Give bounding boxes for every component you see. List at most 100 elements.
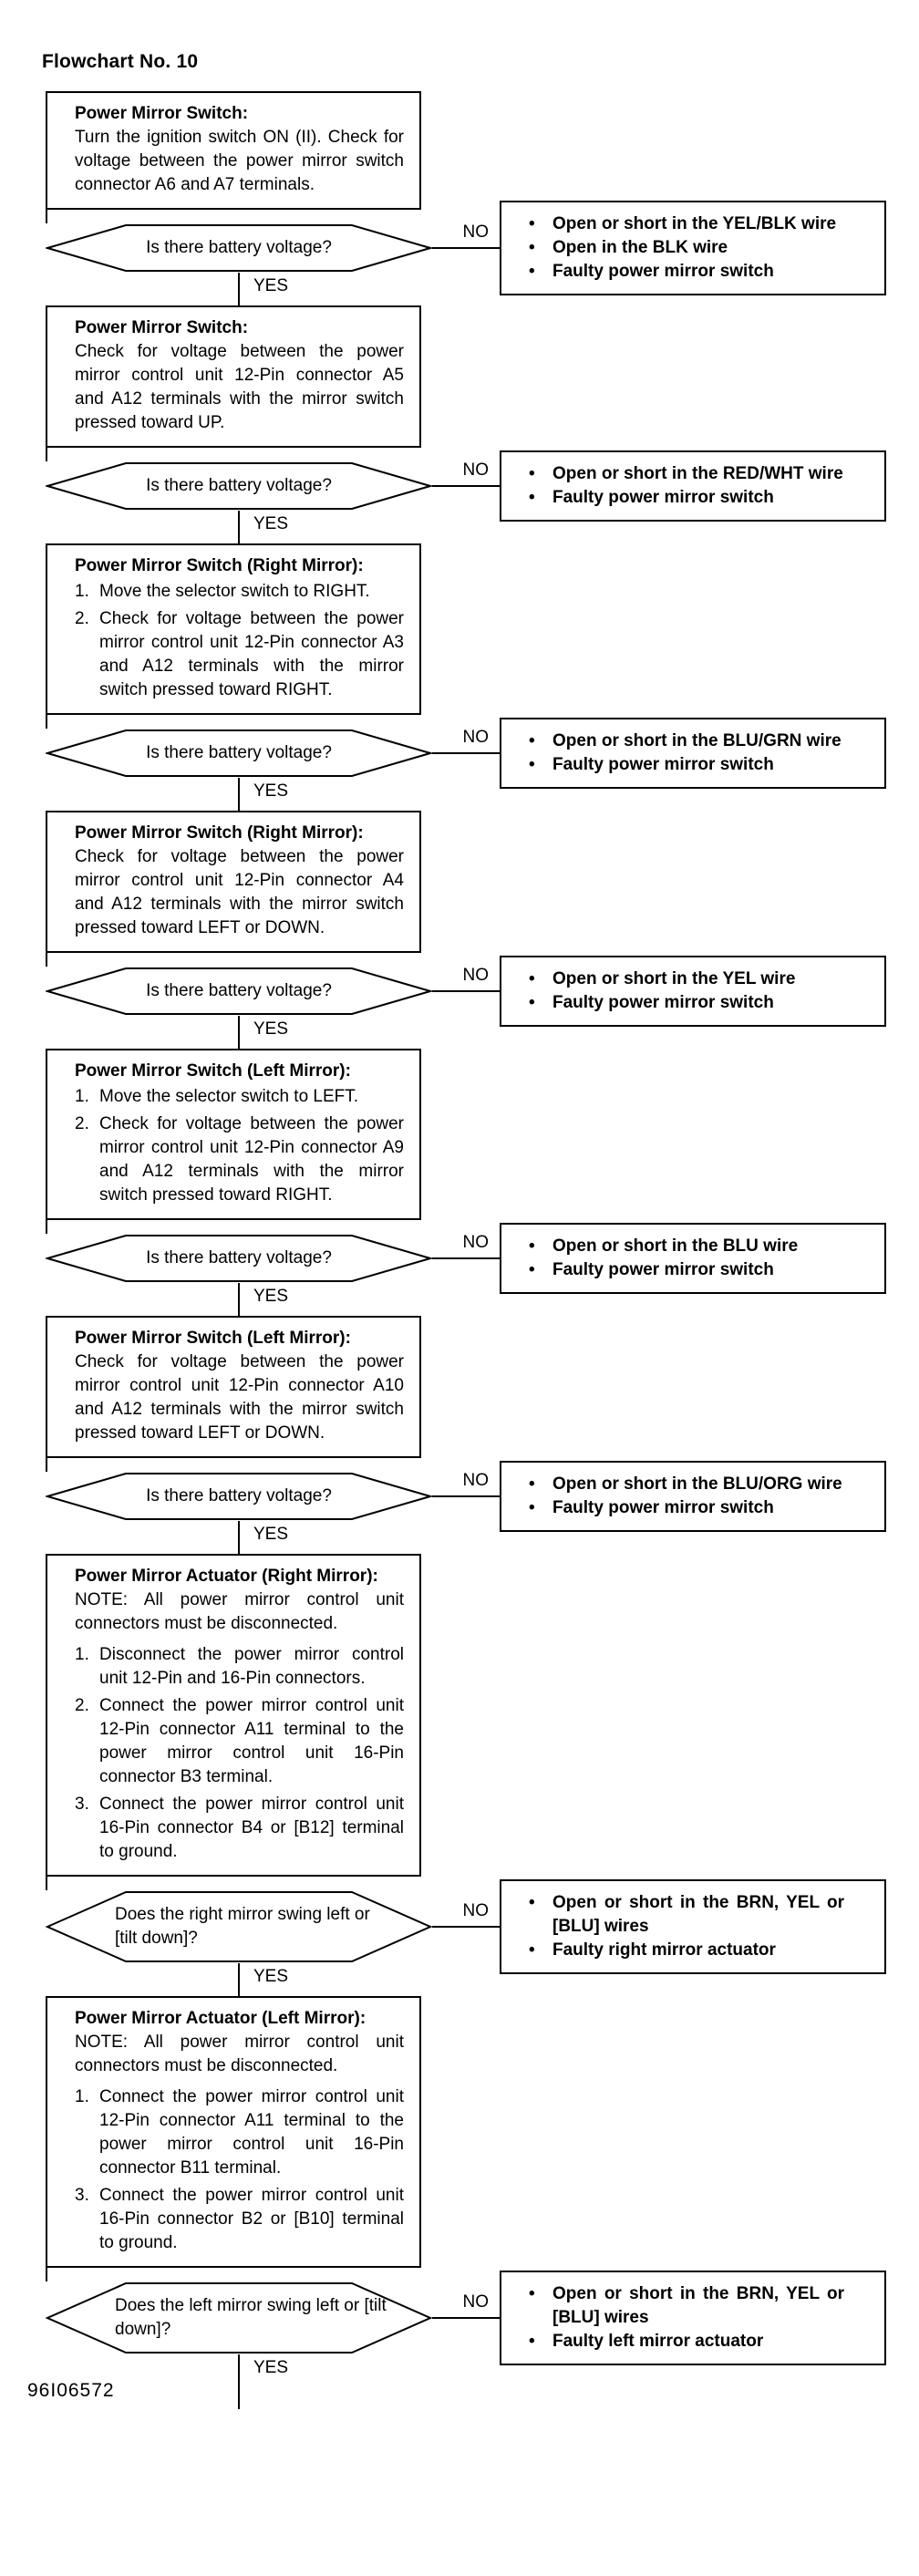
flow-step-3: Power Mirror Switch (Right Mirror): 1.Mo…	[46, 543, 886, 811]
process-box-list: 1.Disconnect the power mirror control un…	[75, 1643, 404, 1864]
process-box-paragraph: Check for voltage between the power mirr…	[75, 1352, 404, 1443]
connector-line-down	[238, 511, 240, 543]
no-branch-label: NO	[462, 2292, 490, 2312]
result-item: •Faulty power mirror switch	[501, 260, 844, 284]
process-box-heading: Power Mirror Switch (Right Mirror):	[75, 556, 364, 575]
hexagon-shape	[46, 224, 432, 272]
result-item: •Faulty power mirror switch	[501, 753, 844, 777]
bullet-marker: •	[529, 1236, 535, 1256]
no-branch-label: NO	[462, 966, 490, 985]
result-item: • Open or short in the YEL/BLK wire	[501, 212, 844, 236]
bullet-marker: •	[529, 993, 535, 1012]
no-connector-line	[432, 1926, 500, 1928]
list-item: 1.Connect the power mirror control unit …	[75, 2085, 404, 2180]
result-box: •Open or short in the BLU/GRN wire •Faul…	[500, 718, 886, 789]
process-box-paragraph: Turn the ignition switch ON (II). Check …	[75, 128, 404, 194]
result-text: Open or short in the BRN, YEL or [BLU] w…	[552, 2284, 844, 2327]
bullet-marker: •	[529, 214, 535, 233]
yes-branch-label: YES	[253, 781, 289, 801]
result-text: Open or short in the BLU/GRN wire	[552, 731, 842, 750]
connector-line-down	[238, 1016, 240, 1049]
yes-branch-label: YES	[253, 514, 289, 533]
list-item-number: 1.	[75, 582, 89, 601]
decision-row: Does the left mirror swing left or [tilt…	[46, 2271, 886, 2365]
page-title: Flowchart No. 10	[42, 51, 199, 72]
result-text: Faulty power mirror switch	[552, 993, 774, 1012]
list-item-number: 2.	[75, 609, 89, 628]
list-item-number: 2.	[75, 1696, 89, 1715]
list-item: 2.Connect the power mirror control unit …	[75, 1694, 404, 1789]
bullet-marker: •	[529, 1474, 535, 1494]
flow-step-7: Power Mirror Actuator (Right Mirror): NO…	[46, 1554, 886, 1996]
list-item: 2.Check for voltage between the power mi…	[75, 607, 404, 702]
flow-step-8: Power Mirror Actuator (Left Mirror): NOT…	[27, 1996, 886, 2438]
result-text: Open or short in the BLU wire	[552, 1236, 799, 1256]
flow-step-1: Power Mirror Switch: Turn the ignition s…	[46, 91, 886, 305]
result-text: Faulty power mirror switch	[552, 1498, 774, 1517]
list-item: 3. Connect the power mirror control unit …	[75, 1793, 404, 1864]
decision-hexagon: Is there battery voltage?	[46, 1234, 432, 1283]
yes-branch: YES	[46, 511, 432, 543]
decision-hexagon: Is there battery voltage?	[46, 729, 432, 778]
decision-hexagon: Is there battery voltage?	[46, 967, 432, 1016]
connector-line-down	[238, 1963, 240, 1996]
decision-hexagon: Does the left mirror swing left or [tilt…	[46, 2281, 432, 2354]
yes-branch-label: YES	[253, 2358, 289, 2377]
process-box-heading: Power Mirror Switch (Right Mirror):	[75, 823, 364, 843]
result-item: • Open or short in the BRN, YEL or [BLU] …	[501, 2282, 844, 2330]
result-box: •Open or short in the RED/WHT wire •Faul…	[500, 450, 886, 522]
yes-branch-label: YES	[253, 1525, 289, 1544]
bullet-marker: •	[529, 2284, 535, 2303]
list-item-text: Connect the power mirror control unit 16…	[99, 1795, 404, 1861]
list-item-number: 3.	[75, 2186, 89, 2205]
process-box: Power Mirror Actuator (Right Mirror): NO…	[46, 1554, 421, 1877]
bullet-marker: •	[529, 488, 535, 507]
yes-branch-label: YES	[253, 1967, 289, 1986]
decision-label: Is there battery voltage?	[146, 743, 332, 762]
process-box: Power Mirror Switch (Left Mirror): 1.Mov…	[46, 1049, 421, 1220]
result-item: • Faulty power mirror switch	[501, 1496, 844, 1520]
yes-branch-label: YES	[253, 1019, 289, 1039]
flow-step-6: Power Mirror Switch (Left Mirror): Check…	[46, 1316, 886, 1554]
result-text: Faulty power mirror switch	[552, 262, 774, 281]
list-item-number: 2.	[75, 1114, 89, 1133]
process-box-list: 1.Connect the power mirror control unit …	[75, 2085, 404, 2255]
flow-step-4: Power Mirror Switch (Right Mirror): Chec…	[46, 811, 886, 1049]
result-text: Open or short in the YEL/BLK wire	[552, 214, 837, 233]
result-text: Faulty power mirror switch	[552, 488, 774, 507]
no-branch-label: NO	[462, 1471, 490, 1490]
result-text: Open or short in the YEL wire	[552, 969, 796, 988]
list-item-number: 3.	[75, 1795, 89, 1814]
decision-row: Is there battery voltage? NO •Open or sh…	[46, 718, 886, 789]
hexagon-shape	[46, 2282, 432, 2354]
connector-line-down	[238, 1283, 240, 1316]
decision-label: Does the left mirror swing left or [tilt…	[115, 2296, 387, 2339]
result-box: • Open or short in the BRN, YEL or [BLU] …	[500, 2271, 886, 2365]
process-box-list: 1.Move the selector switch to RIGHT. 2.C…	[75, 580, 404, 702]
result-item: • Faulty power mirror switch	[501, 486, 844, 510]
result-box: •Open or short in the YEL wire •Faulty p…	[500, 956, 886, 1027]
process-box-note: NOTE: All power mirror control unit conn…	[75, 2033, 404, 2075]
decision-hexagon: Is there battery voltage?	[46, 223, 432, 273]
process-box-heading: Power Mirror Switch:	[75, 318, 249, 337]
decision-label: Does the right mirror swing left or [til…	[115, 1905, 370, 1948]
result-item: •Open in the BLK wire	[501, 236, 844, 260]
connector-line-down	[46, 448, 47, 461]
no-connector-line	[432, 485, 500, 487]
hexagon-shape	[46, 462, 432, 510]
connector-line-down	[46, 2268, 47, 2281]
yes-branch: YES	[46, 1016, 432, 1049]
connector-line-down	[238, 778, 240, 811]
connector-line-down	[46, 1220, 47, 1234]
yes-branch-label: YES	[253, 276, 289, 295]
process-box-heading: Power Mirror Actuator (Right Mirror):	[75, 1567, 378, 1586]
decision-label: Is there battery voltage?	[146, 981, 332, 1000]
yes-branch: YES 96I06572	[27, 2354, 432, 2438]
list-item-text: Connect the power mirror control unit 16…	[99, 2186, 404, 2252]
process-box: Power Mirror Switch: Turn the ignition s…	[46, 91, 421, 210]
result-item: •Open or short in the BLU/GRN wire	[501, 729, 844, 753]
decision-row: Is there battery voltage? NO •Open or sh…	[46, 1223, 886, 1294]
list-item: 3. Connect the power mirror control unit …	[75, 2184, 404, 2255]
bullet-marker: •	[529, 1498, 535, 1517]
process-box-paragraph: Check for voltage between the power mirr…	[75, 342, 404, 432]
